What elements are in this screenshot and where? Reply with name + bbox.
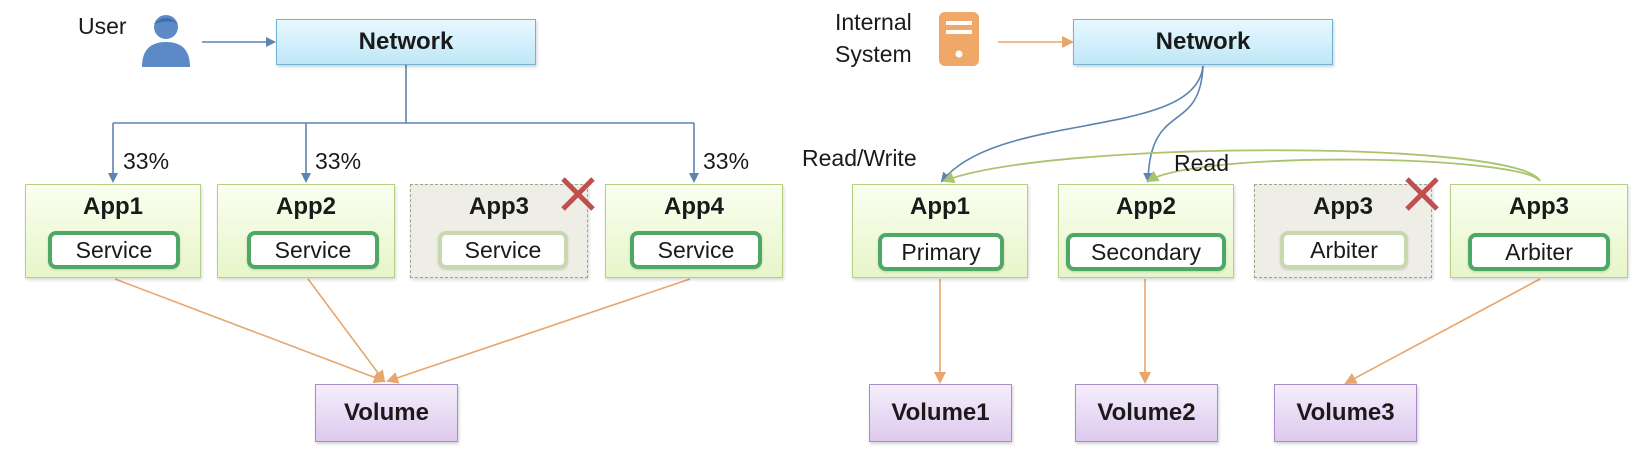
app-box-left-app2: App2 Service — [217, 184, 395, 278]
app-box-left-app1: App1 Service — [25, 184, 201, 278]
read-write-label: Read/Write — [802, 145, 917, 171]
volume-box-left: Volume — [315, 384, 458, 442]
primary-box: Primary — [878, 233, 1004, 271]
app-box-left-app4: App4 Service — [605, 184, 783, 278]
user-label: User — [78, 13, 127, 39]
app-box-right-app3: App3 Arbiter — [1450, 184, 1628, 278]
app-volume-arrows-right — [934, 278, 1541, 384]
app-title: App3 — [469, 193, 529, 220]
app-box-right-app1: App1 Primary — [852, 184, 1028, 278]
app-box-right-app2: App2 Secondary — [1058, 184, 1234, 278]
cross-mark-icon — [1405, 177, 1439, 211]
percent-label-app2: 33% — [315, 148, 362, 174]
user-icon — [142, 15, 190, 67]
server-icon — [939, 12, 979, 66]
app-volume-arrows-left — [114, 278, 691, 384]
arbiter-box: Arbiter — [1468, 233, 1610, 271]
volume1-box: Volume1 — [869, 384, 1012, 442]
app-title: App3 — [1313, 193, 1373, 220]
network-fanout-left — [108, 65, 699, 183]
service-box: Service — [247, 231, 379, 269]
service-box: Service — [630, 231, 762, 269]
app-box-right-app3-failed: App3 Arbiter — [1254, 184, 1432, 278]
network-box-right: Network — [1073, 19, 1333, 65]
percent-label-app1: 33% — [123, 148, 170, 174]
network-arrows-right — [940, 65, 1204, 183]
percent-label-app4: 33% — [703, 148, 750, 174]
app-box-left-app3-failed: App3 Service — [410, 184, 588, 278]
app-title: App1 — [910, 193, 970, 220]
app-title: App2 — [276, 193, 336, 220]
cross-mark-icon — [561, 177, 595, 211]
internal-system-label: Internal System — [835, 9, 912, 67]
service-box: Service — [48, 231, 180, 269]
service-box: Service — [438, 231, 568, 269]
volume3-box: Volume3 — [1274, 384, 1417, 442]
replication-arrows — [942, 149, 1541, 184]
volume2-box: Volume2 — [1075, 384, 1218, 442]
app-title: App3 — [1509, 193, 1569, 220]
arbiter-box: Arbiter — [1280, 231, 1408, 269]
app-title: App4 — [664, 193, 724, 220]
network-box-left: Network — [276, 19, 536, 65]
app-title: App2 — [1116, 193, 1176, 220]
read-label: Read — [1174, 150, 1229, 176]
secondary-box: Secondary — [1066, 233, 1226, 271]
app-title: App1 — [83, 193, 143, 220]
